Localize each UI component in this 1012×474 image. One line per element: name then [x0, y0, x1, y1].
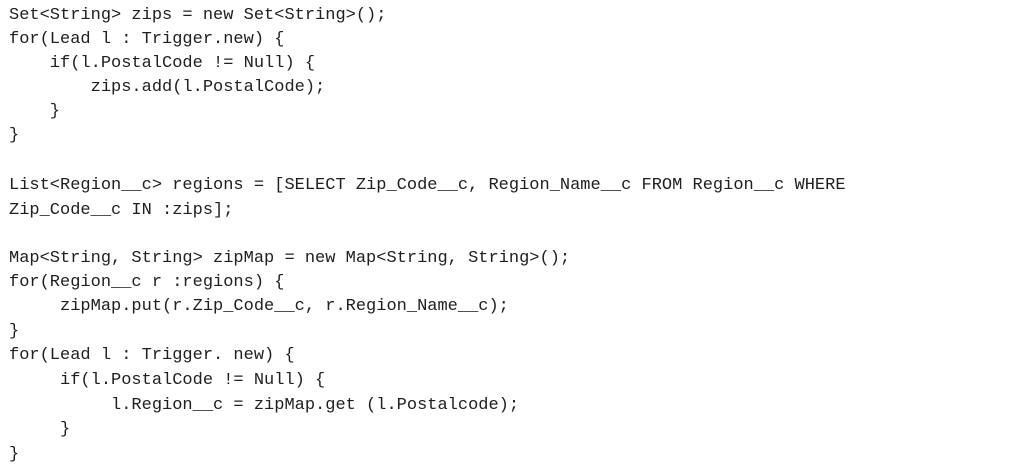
code-line: Map<String, String> zipMap = new Map<Str… — [9, 249, 571, 268]
code-line: if(l.PostalCode != Null) { — [9, 54, 316, 73]
code-line: } — [9, 420, 71, 439]
code-line: } — [9, 445, 20, 464]
code-line: for(Region__c r :regions) { — [9, 273, 285, 292]
code-line: for(Lead l : Trigger. new) { — [9, 346, 295, 365]
code-line: } — [9, 322, 20, 341]
code-line: zipMap.put(r.Zip_Code__c, r.Region_Name_… — [9, 297, 509, 316]
code-line: Zip_Code__c IN :zips]; — [9, 201, 234, 220]
code-line: List<Region__c> regions = [SELECT Zip_Co… — [9, 176, 846, 195]
code-line: zips.add(l.PostalCode); — [9, 78, 326, 97]
code-line: for(Lead l : Trigger.new) { — [9, 30, 285, 49]
code-line: } — [9, 126, 20, 145]
code-line: if(l.PostalCode != Null) { — [9, 371, 326, 390]
code-line: } — [9, 102, 61, 121]
code-line: Set<String> zips = new Set<String>(); — [9, 6, 387, 25]
code-line: l.Region__c = zipMap.get (l.Postalcode); — [9, 396, 520, 415]
